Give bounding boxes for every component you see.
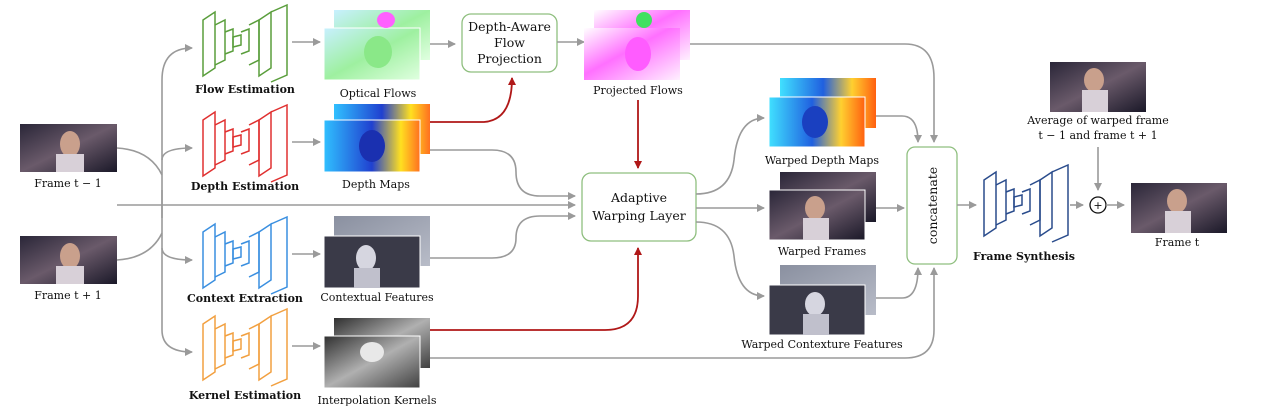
projected-flows-label: Projected Flows [593,84,683,97]
depth-aware-flow-projection-box: Depth-Aware Flow Projection [461,13,558,73]
adaptive-warping-layer-box: Adaptive Warping Layer [581,172,697,242]
warped-contexture-features-image [768,265,876,336]
optical-flows-label: Optical Flows [340,87,417,100]
frame-prev-label: Frame t − 1 [34,177,102,190]
concatenate-box: concatenate [906,146,958,265]
kernel-estimation-label: Kernel Estimation [189,389,301,402]
warping-line-1: Adaptive [610,190,667,205]
warping-output-arrows [695,114,765,300]
depth-to-projection-arrow [430,77,516,123]
plus-operator: + [1089,196,1107,214]
frame-synthesis-network [983,163,1069,243]
frame-next-label: Frame t + 1 [34,289,102,302]
interpolation-kernels-label: Interpolation Kernels [318,394,437,406]
contextual-features-image [323,216,430,289]
flow-estimation-network [202,3,288,83]
warped-frames-image [768,172,876,241]
depth-estimation-label: Depth Estimation [191,180,299,193]
warped-contexture-features-label: Warped Contexture Features [741,338,903,351]
warped-depth-maps-label: Warped Depth Maps [765,154,879,167]
kernel-estimation-network [202,307,288,387]
depth-estimation-network [202,103,288,183]
projection-line-1: Depth-Aware [468,19,551,34]
context-to-warping-arrow [430,212,576,259]
input-frame-next: Frame t + 1 [20,236,117,302]
optical-flows-image [323,10,430,81]
depth-maps-label: Depth Maps [342,178,410,191]
projected-to-concat-arrow [690,43,938,143]
average-line-2: t − 1 and frame t + 1 [1038,129,1157,142]
input-frame-prev: Frame t − 1 [20,124,117,190]
output-frame-label: Frame t [1155,236,1200,249]
projected-flows-image [584,10,690,80]
depth-to-warping-arrow [430,149,576,200]
output-frame-image [1131,183,1227,233]
concatenate-label: concatenate [925,167,940,244]
contextual-features-label: Contextual Features [320,291,434,304]
projection-line-2: Flow [494,35,525,50]
net-to-feature-arrows [292,38,321,350]
input-bus-arrows [116,44,576,356]
projection-line-3: Projection [477,51,542,66]
warped-to-concat-arrows [876,115,922,299]
warped-depth-maps-image [768,78,876,148]
average-line-1: Average of warped frame [1026,114,1168,127]
kernel-to-concat-arrow [430,267,938,359]
warping-line-2: Warping Layer [592,208,685,223]
plus-symbol: + [1093,199,1102,212]
interpolation-kernels-image [323,318,430,389]
kernel-to-warping-arrow [430,247,642,331]
context-extraction-label: Context Extraction [187,292,303,305]
context-extraction-network [202,215,288,295]
flow-estimation-label: Flow Estimation [195,83,295,96]
warped-frames-label: Warped Frames [778,245,867,258]
frame-synthesis-label: Frame Synthesis [973,250,1075,263]
average-warped-frame-image [1050,62,1146,112]
depth-maps-image [323,104,430,173]
